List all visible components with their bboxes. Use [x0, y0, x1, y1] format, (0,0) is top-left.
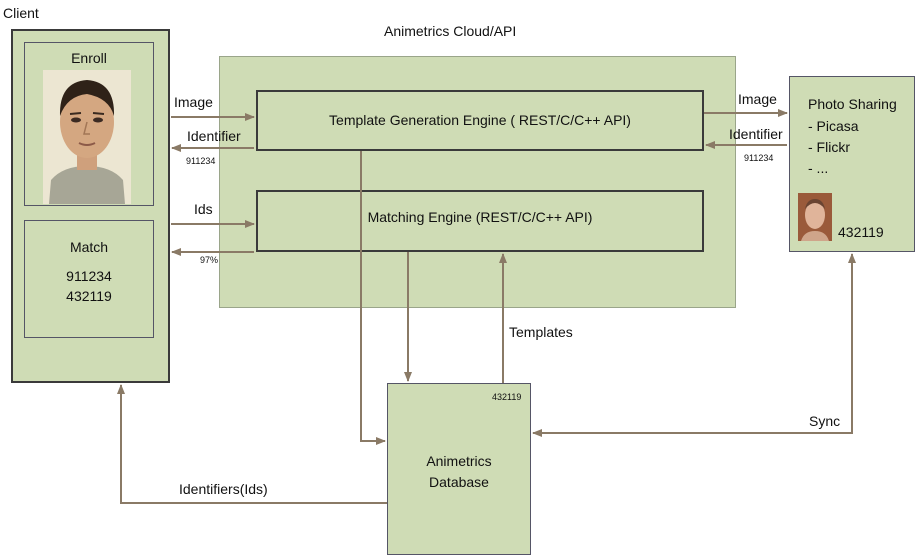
enroll-label: Enroll	[71, 50, 107, 66]
flow-client-identifier-value: 911234	[186, 156, 216, 166]
matching-engine-label: Matching Engine (REST/C/C++ API)	[367, 209, 593, 225]
template-engine-label: Template Generation Engine ( REST/C/C++ …	[329, 112, 631, 128]
flow-templates-label: Templates	[509, 324, 573, 340]
flow-ps-identifier-label: Identifier	[729, 126, 783, 142]
photo-sharing-id: 432119	[838, 224, 884, 240]
client-title: Client	[3, 5, 39, 21]
database-label-line1: Animetrics	[426, 453, 492, 469]
photo-sharing-item-3: - ...	[808, 160, 829, 176]
flow-client-image-label: Image	[174, 94, 213, 110]
flow-client-score: 97%	[200, 255, 219, 265]
arrow-db-to-client	[117, 384, 387, 504]
flow-sync-label: Sync	[809, 413, 841, 429]
database-label-line2: Database	[429, 474, 489, 490]
database-id: 432119	[492, 392, 522, 402]
template-engine-box	[256, 90, 704, 151]
photo-sharing-title: Photo Sharing	[808, 96, 897, 112]
flow-client-identifier-label: Identifier	[187, 128, 241, 144]
match-id-2: 432119	[66, 288, 112, 304]
flow-client-ids-label: Ids	[194, 201, 213, 217]
enroll-face-photo	[43, 70, 131, 204]
match-label: Match	[69, 239, 109, 255]
flow-ps-image-label: Image	[738, 91, 777, 107]
flow-ps-identifier-value: 911234	[744, 153, 774, 163]
cloud-title: Animetrics Cloud/API	[384, 23, 517, 39]
matching-engine-box	[256, 190, 704, 252]
photo-sharing-item-2: - Flickr	[808, 139, 850, 155]
match-id-1: 911234	[66, 268, 112, 284]
arrow-sync-to-db	[532, 257, 853, 437]
database-box	[387, 383, 531, 555]
flow-identifiers-label: Identifiers(Ids)	[179, 481, 268, 497]
photo-sharing-face-thumb	[798, 193, 832, 241]
photo-sharing-item-1: - Picasa	[808, 118, 859, 134]
arrow-template-to-db	[360, 151, 386, 445]
match-panel	[24, 220, 154, 338]
